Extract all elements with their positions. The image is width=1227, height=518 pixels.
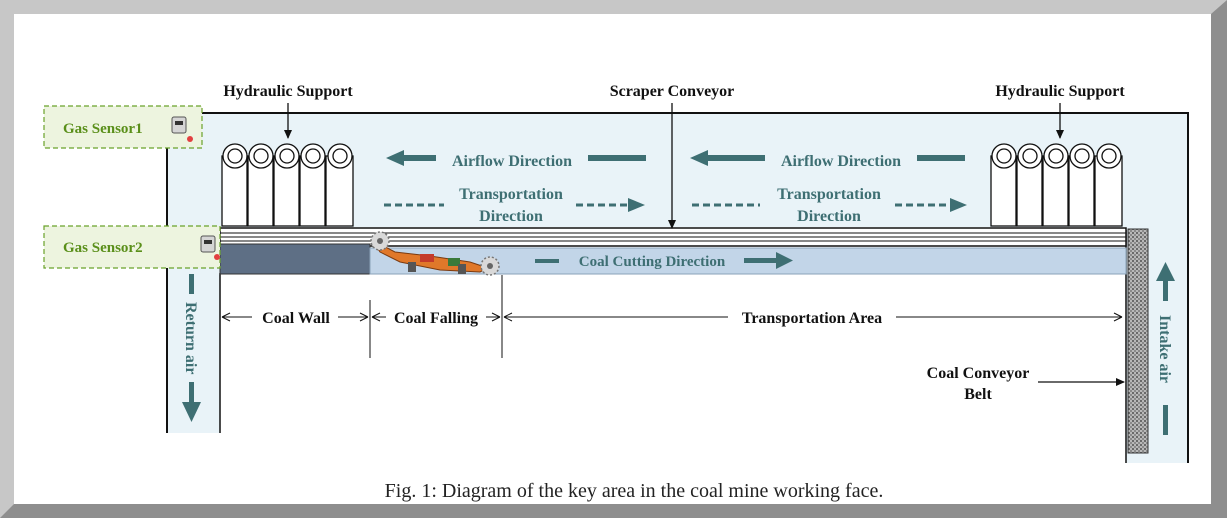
coal-cutting-direction: Coal Cutting Direction xyxy=(535,252,793,270)
transport-left: Transportation Direction xyxy=(384,186,645,225)
transport-right: Transportation Direction xyxy=(692,186,967,225)
coal-cutting-label: Coal Cutting Direction xyxy=(579,254,726,270)
airflow-left: Airflow Direction xyxy=(386,150,646,170)
hydraulic-support-right-label: Hydraulic Support xyxy=(995,83,1125,100)
hydraulic-support-left-label: Hydraulic Support xyxy=(223,83,353,100)
transport-left-line1: Transportation xyxy=(459,186,563,203)
airflow-left-label: Airflow Direction xyxy=(452,153,572,170)
transport-right-line1: Transportation xyxy=(777,186,881,203)
dimension-lines xyxy=(221,275,1123,358)
return-air: Return air xyxy=(182,274,201,422)
coal-wall-label: Coal Wall xyxy=(262,310,330,327)
hydraulic-support-left xyxy=(221,143,354,227)
transport-left-line2: Direction xyxy=(479,208,543,225)
belt-label-line2: Belt xyxy=(964,386,992,403)
gas-sensor-icon xyxy=(171,116,193,142)
intake-air-label: Intake air xyxy=(1156,315,1173,383)
coal-wall-block xyxy=(219,243,371,275)
gas-sensor-2: Gas Sensor2 xyxy=(43,225,221,269)
figure-caption: Fig. 1: Diagram of the key area in the c… xyxy=(385,480,884,502)
transport-right-line2: Direction xyxy=(797,208,861,225)
gas-sensor-icon xyxy=(200,235,220,260)
scraper-conveyor-label: Scraper Conveyor xyxy=(610,83,735,100)
coal-conveyor-belt xyxy=(1127,228,1149,454)
coal-falling-label: Coal Falling xyxy=(394,310,478,327)
belt-label-line1: Coal Conveyor xyxy=(927,365,1030,382)
gas-sensor-2-label: Gas Sensor2 xyxy=(63,240,143,256)
scraper-conveyor xyxy=(219,227,1127,247)
airflow-right: Airflow Direction xyxy=(690,150,965,170)
intake-air: Intake air xyxy=(1156,262,1175,435)
gas-sensor-1-label: Gas Sensor1 xyxy=(63,121,143,137)
shearer-machine-icon xyxy=(370,231,500,276)
hydraulic-support-right xyxy=(990,143,1123,227)
airflow-right-label: Airflow Direction xyxy=(781,153,901,170)
return-air-label: Return air xyxy=(182,302,199,374)
transportation-area-label: Transportation Area xyxy=(742,310,882,327)
